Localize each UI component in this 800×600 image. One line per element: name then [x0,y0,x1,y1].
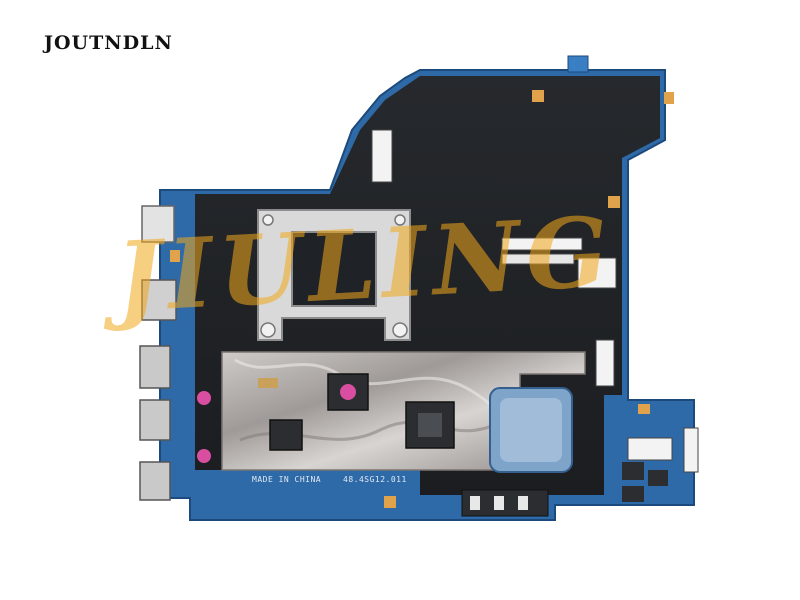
brand-logo-text: JOUTNDLN [44,32,173,54]
part-number-label: 48.4SG12.011 [343,475,407,484]
ribbon-connector-top [371,129,393,183]
ethernet-port [141,279,177,321]
bottom-connector-row [461,489,549,517]
small-chip [269,419,303,451]
made-in-label: MADE IN CHINA [252,475,322,484]
usb-port-2 [139,399,171,441]
usb-port-1 [139,345,171,389]
ribbon-connector-mid [595,339,615,387]
usb-port-3 [139,461,171,501]
hdmi-port [141,205,175,243]
ribbon-connector-right [501,237,583,251]
